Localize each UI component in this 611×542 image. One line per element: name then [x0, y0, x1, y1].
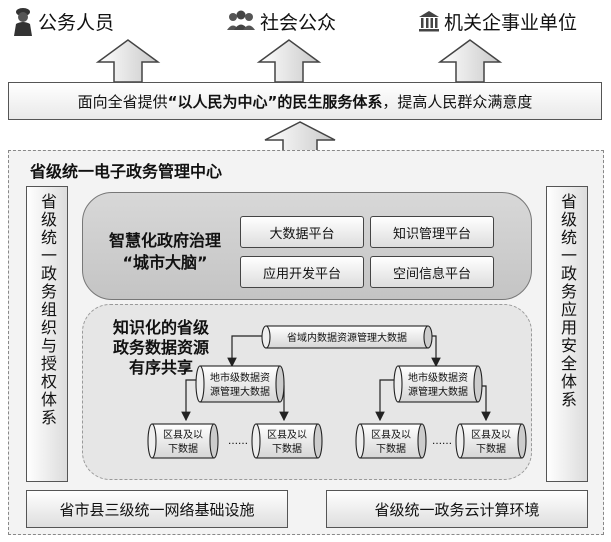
city-right-line2: 源管理大数据 [408, 385, 468, 398]
county-c-line2: 下数据 [376, 442, 406, 455]
management-center-title: 省级统一电子政务管理中心 [30, 162, 223, 181]
application-security-system: 省级统一政务应用安全体系 [546, 186, 588, 482]
county-data-cylinder-b: 区县及以 下数据 [251, 423, 323, 459]
mission-middle: 的民生服务体系 [277, 92, 383, 111]
mission-suffix: ，提高人民群众满意度 [382, 92, 533, 111]
knowledge-title-line1: 知识化的省级 [112, 318, 209, 337]
county-c-line1: 区县及以 [371, 429, 411, 441]
platform-knowledge-management: 知识管理平台 [370, 216, 494, 248]
left-system-label: 省级统一政务组织与授权体系 [38, 193, 57, 427]
platform-spatial-information: 空间信息平台 [370, 256, 494, 288]
city-data-cylinder-right: 地市级数据资 源管理大数据 [393, 365, 483, 403]
county-d-line1: 区县及以 [471, 429, 511, 441]
provincial-data-cylinder: 省域内数据资源管理大数据 [261, 325, 433, 349]
county-a-line2: 下数据 [168, 442, 198, 455]
cloud-computing-environment: 省级统一政务云计算环境 [326, 490, 588, 528]
audience-label: 机关企事业单位 [444, 11, 578, 34]
audience-civil-servants: 公务人员 [12, 4, 114, 38]
government-building-icon [419, 11, 439, 32]
audience-label: 社会公众 [260, 11, 337, 34]
county-d-line2: 下数据 [476, 442, 506, 455]
connector-city-left-to-county-a [181, 379, 198, 422]
county-ellipsis-right: …… [432, 436, 452, 447]
connector-city-right-to-county-c [375, 379, 396, 422]
county-data-cylinder-a: 区县及以 下数据 [147, 423, 219, 459]
connector-provincial-to-city-left [227, 335, 264, 368]
county-ellipsis-left: …… [228, 436, 248, 447]
platform-big-data: 大数据平台 [240, 216, 364, 248]
mission-banner: 面向全省提供 “以人民为中心” 的民生服务体系 ，提高人民群众满意度 [8, 82, 602, 120]
organization-authorization-system: 省级统一政务组织与授权体系 [26, 186, 68, 482]
knowledge-title: 知识化的省级 政务数据资源 有序共享 [92, 318, 230, 378]
city-data-cylinder-left: 地市级数据资 源管理大数据 [195, 365, 285, 403]
platform-app-development: 应用开发平台 [240, 256, 364, 288]
smart-title-line1: 智慧化政府治理 [108, 231, 221, 250]
county-data-cylinder-d: 区县及以 下数据 [455, 423, 527, 459]
county-b-line1: 区县及以 [267, 429, 307, 441]
civil-servant-icon [14, 8, 32, 36]
audience-label: 公务人员 [38, 11, 115, 34]
county-b-line2: 下数据 [272, 442, 302, 455]
audience-institutions: 机关企事业单位 [418, 4, 577, 38]
city-left-line2: 源管理大数据 [210, 385, 270, 398]
people-group-icon [227, 10, 255, 30]
right-system-label: 省级统一政务应用安全体系 [558, 193, 577, 409]
smart-title-line2: “城市大脑” [122, 253, 208, 272]
city-left-line1: 地市级数据资 [210, 371, 270, 384]
smart-governance-title: 智慧化政府治理 “城市大脑” [100, 230, 230, 274]
provincial-data-label: 省域内数据资源管理大数据 [287, 331, 407, 344]
county-a-line1: 区县及以 [163, 429, 203, 441]
audience-public: 社会公众 [226, 4, 336, 38]
mission-prefix: 面向全省提供 [77, 92, 168, 111]
city-right-line1: 地市级数据资 [408, 371, 468, 384]
county-data-cylinder-c: 区县及以 下数据 [355, 423, 427, 459]
mission-emphasis: “以人民为中心” [167, 92, 278, 111]
network-infrastructure: 省市县三级统一网络基础设施 [26, 490, 288, 528]
knowledge-title-line3: 有序共享 [128, 358, 193, 377]
connector-provincial-to-city-right [431, 335, 441, 368]
knowledge-title-line2: 政务数据资源 [112, 338, 209, 357]
